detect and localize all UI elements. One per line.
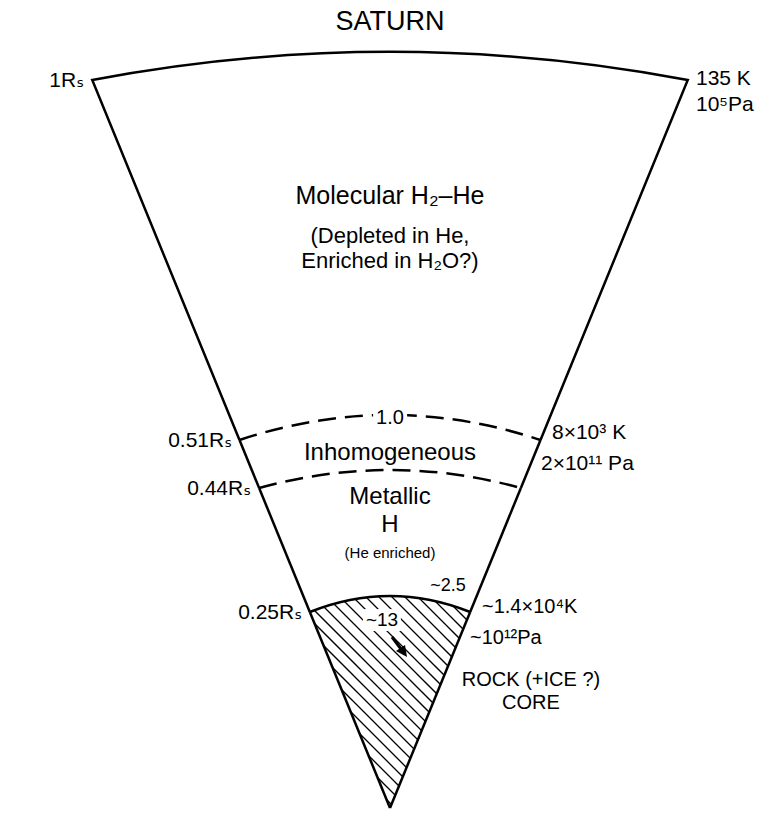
layer-label: Metallic H [344, 482, 436, 537]
layer-label: (Depleted in He, Enriched in H₂O?) [265, 223, 515, 274]
layer-label: (He enriched) [345, 544, 436, 561]
core-hatching [50, 580, 758, 817]
boundary-value: 0.25Rₛ [238, 600, 302, 624]
boundary-value: 1Rₛ [49, 68, 84, 92]
boundary-value: 2×10¹¹ Pa [541, 451, 634, 475]
boundary-value: 10⁵Pa [696, 92, 754, 116]
boundary-value: 135 K [696, 66, 751, 90]
boundary-value: 1.0 [373, 406, 407, 429]
boundary-value: 8×10³ K [552, 420, 626, 444]
wedge-edge [310, 612, 390, 808]
wedge-edge [390, 612, 470, 808]
layer-label: ROCK (+ICE ?) CORE [456, 668, 606, 714]
pointer-arrow [392, 637, 401, 649]
boundary-value: ~1.4×10⁴K [482, 595, 577, 618]
boundary-value: 0.51Rₛ [168, 428, 232, 452]
planet-surface [92, 52, 688, 440]
boundary-value: ~2.5 [430, 575, 466, 596]
layer-label: Inhomogeneous [304, 438, 476, 466]
planet-layer: ~13ROCK (+ICE ?) CORE [300, 590, 620, 810]
wedge-edge [259, 488, 310, 612]
boundary-value: 0.44Rₛ [187, 476, 251, 500]
diagram-title: SATURN [335, 6, 444, 37]
layer-label: ~13 [363, 609, 401, 631]
pointer-arrowhead [396, 645, 407, 657]
layer-label: Molecular H₂–He [296, 181, 485, 210]
wedge-edge [521, 440, 541, 488]
wedge-edge [470, 488, 521, 612]
planet-layer: Molecular H₂–He (Depleted in He, Enriched… [80, 48, 700, 442]
planet-layer: Metallic H (He enriched) [250, 466, 530, 614]
layer-outline [300, 590, 620, 810]
boundary-value: ~10¹²Pa [470, 626, 542, 649]
